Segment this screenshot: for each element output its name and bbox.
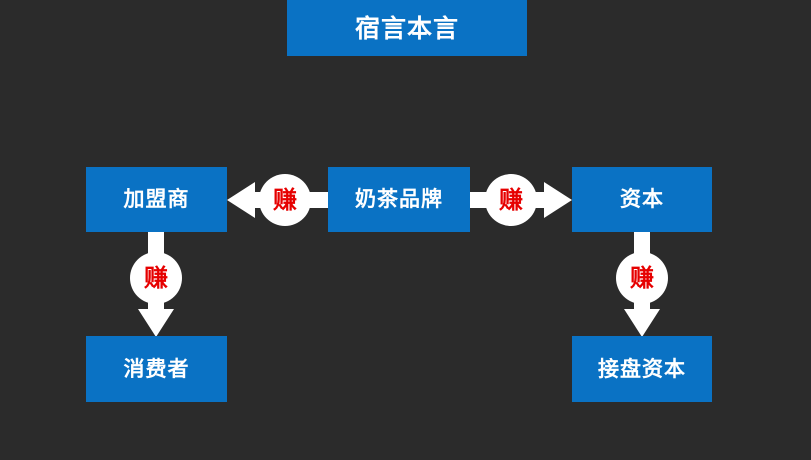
node-takeover-label: 接盘资本: [598, 356, 686, 381]
node-consumer-label: 消费者: [123, 356, 190, 381]
badge-earn-down-left: 赚: [130, 252, 182, 304]
node-brand[interactable]: 奶茶品牌: [328, 167, 470, 232]
badge-earn-right-label: 赚: [499, 186, 523, 214]
title-box: 宿言本言: [287, 0, 527, 56]
badge-earn-right: 赚: [485, 174, 537, 226]
badge-earn-left-label: 赚: [273, 186, 297, 214]
title-label: 宿言本言: [354, 13, 459, 43]
badge-earn-down-right-label: 赚: [630, 264, 654, 292]
node-takeover[interactable]: 接盘资本: [572, 336, 712, 402]
node-capital-label: 资本: [620, 187, 664, 211]
node-consumer[interactable]: 消费者: [86, 336, 227, 402]
node-brand-label: 奶茶品牌: [355, 187, 443, 211]
badge-earn-down-left-label: 赚: [144, 264, 168, 292]
badge-earn-down-right: 赚: [616, 252, 668, 304]
node-franchisee[interactable]: 加盟商: [86, 167, 227, 232]
node-capital[interactable]: 资本: [572, 167, 712, 232]
badge-earn-left: 赚: [259, 174, 311, 226]
node-franchisee-label: 加盟商: [123, 187, 190, 211]
